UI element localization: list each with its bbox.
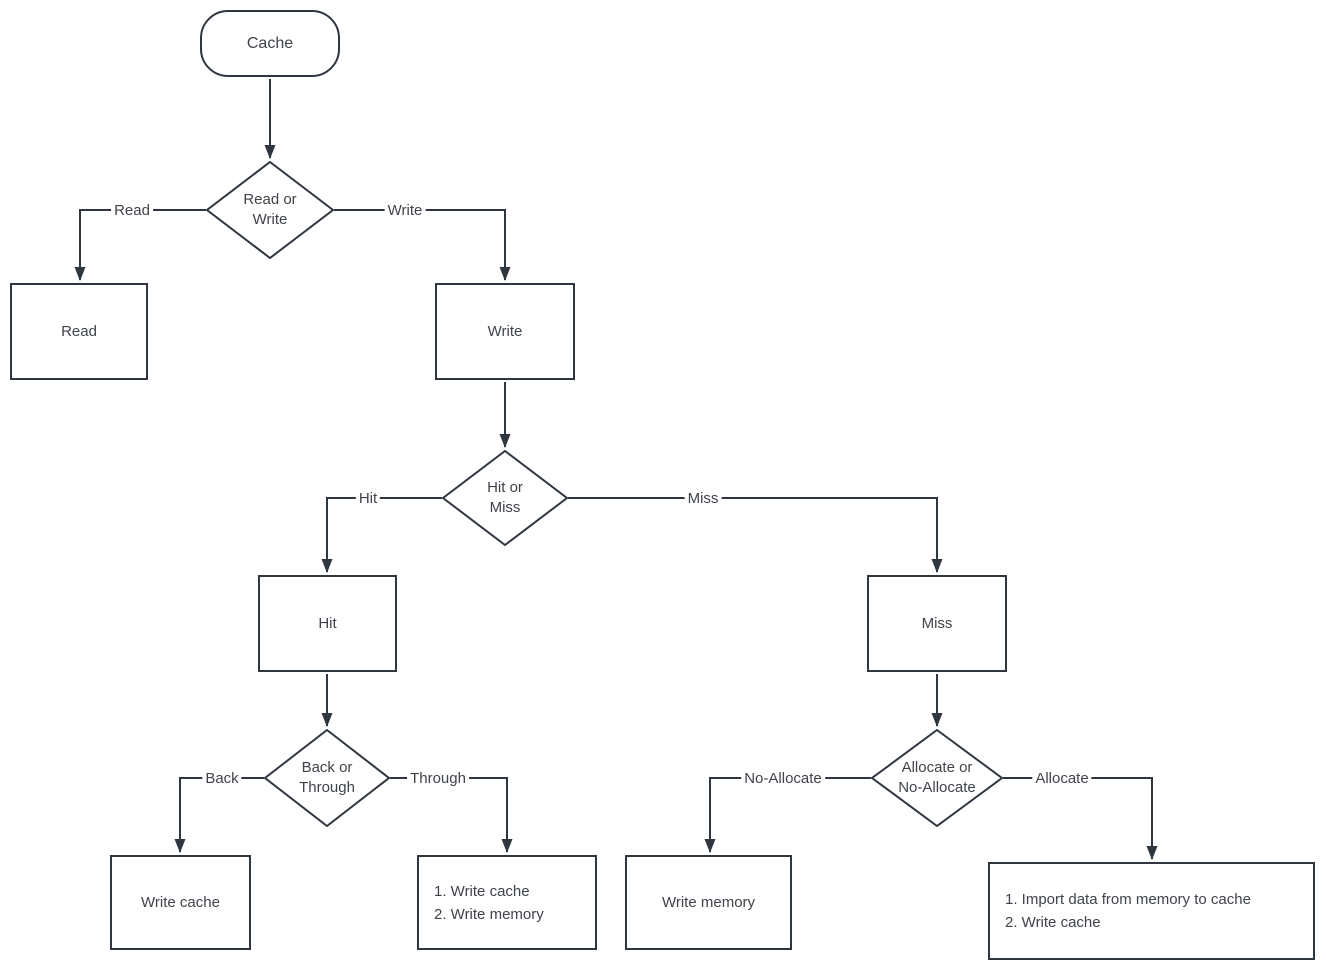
node-decision-hit-or-miss: Hit or Miss bbox=[442, 450, 568, 546]
connector-hit-branch bbox=[321, 497, 442, 573]
edge-label-no-allocate: No-Allocate bbox=[741, 770, 825, 788]
connector-write-branch bbox=[334, 209, 511, 281]
edge-label-through: Through bbox=[407, 770, 469, 788]
node-label: Hit or Miss bbox=[487, 479, 523, 516]
node-label: Write memory bbox=[661, 893, 756, 911]
connector-back-branch bbox=[174, 777, 264, 853]
node-label: Hit bbox=[318, 614, 337, 632]
node-label: Read or Write bbox=[243, 191, 297, 228]
node-cache: Cache bbox=[200, 10, 340, 77]
node-label: Write bbox=[487, 322, 523, 340]
node-label: Miss bbox=[921, 614, 953, 632]
node-write-through-steps: 1. Write cache 2. Write memory bbox=[417, 855, 597, 950]
diamond-shape bbox=[264, 729, 390, 827]
node-write-cache: Write cache bbox=[110, 855, 251, 950]
edge-label-write: Write bbox=[384, 202, 426, 220]
connector-miss-branch bbox=[568, 497, 943, 573]
node-write-memory: Write memory bbox=[625, 855, 792, 950]
edge-label-allocate: Allocate bbox=[1032, 770, 1092, 788]
node-label: 1. Write cache 2. Write memory bbox=[419, 880, 544, 926]
edge-label-miss: Miss bbox=[684, 490, 722, 508]
node-hit: Hit bbox=[258, 575, 397, 672]
step-line: 2. Write cache bbox=[1005, 914, 1101, 931]
connector-allocate-branch bbox=[1003, 777, 1158, 860]
connector-no-allocate-branch bbox=[704, 777, 871, 853]
node-label: Write cache bbox=[141, 893, 220, 911]
node-decision-allocate-or-no-allocate: Allocate or No-Allocate bbox=[871, 729, 1003, 827]
diamond-shape bbox=[206, 161, 334, 259]
diamond-shape bbox=[871, 729, 1003, 827]
edge-label-read: Read bbox=[111, 202, 153, 220]
step-line: 1. Import data from memory to cache bbox=[1005, 891, 1251, 908]
node-decision-read-or-write: Read or Write bbox=[206, 161, 334, 259]
node-label: 1. Import data from memory to cache 2. W… bbox=[990, 888, 1251, 934]
edge-label-back: Back bbox=[202, 770, 242, 788]
node-label: Allocate or No-Allocate bbox=[898, 759, 976, 796]
node-allocate-steps: 1. Import data from memory to cache 2. W… bbox=[988, 862, 1315, 960]
edge-label-hit: Hit bbox=[355, 490, 381, 508]
node-label: Back or Through bbox=[299, 759, 355, 796]
connector-through-branch bbox=[390, 777, 513, 853]
node-label: Read bbox=[61, 322, 97, 340]
connector-read-branch bbox=[74, 209, 206, 281]
node-decision-back-or-through: Back or Through bbox=[264, 729, 390, 827]
node-write: Write bbox=[435, 283, 575, 380]
node-read: Read bbox=[10, 283, 148, 380]
step-line: 1. Write cache bbox=[434, 882, 530, 900]
node-label: Cache bbox=[246, 34, 294, 52]
node-miss: Miss bbox=[867, 575, 1007, 672]
diamond-shape bbox=[442, 450, 568, 546]
step-line: 2. Write memory bbox=[434, 905, 544, 923]
